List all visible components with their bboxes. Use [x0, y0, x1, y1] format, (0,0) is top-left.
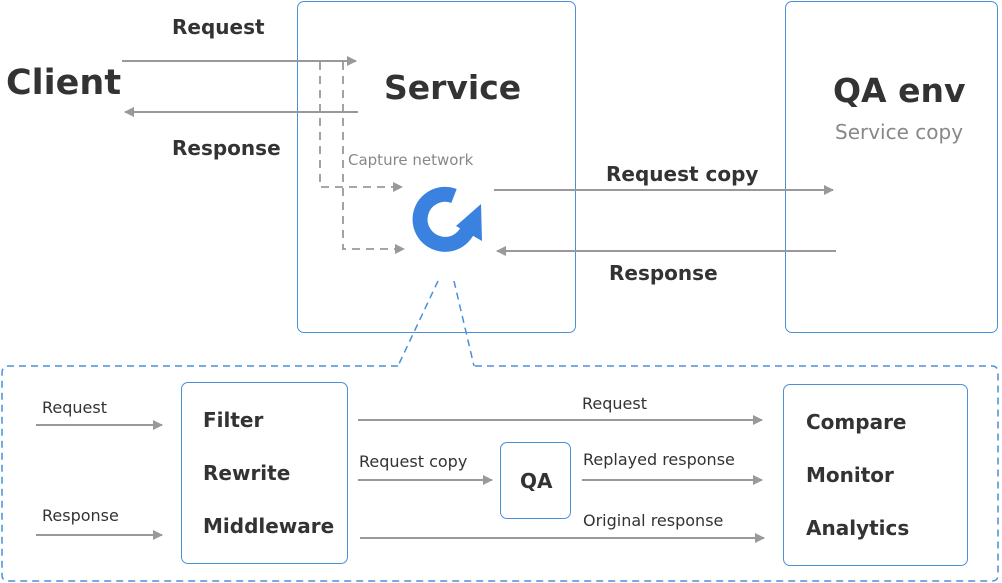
- circular-refresh-icon: [412, 186, 482, 252]
- qa-env-box: [785, 1, 998, 333]
- middleware-label: Middleware: [203, 514, 335, 538]
- qa-label: QA: [520, 469, 553, 493]
- qa-box: [500, 442, 571, 519]
- in-request-label: Request: [42, 398, 107, 417]
- rewrite-label: Rewrite: [203, 461, 291, 485]
- request-copy-label: Request copy: [606, 162, 759, 186]
- service-copy-label: Service copy: [835, 120, 964, 144]
- qa-response-label: Response: [609, 261, 718, 285]
- capture-network-label: Capture network: [348, 151, 474, 169]
- replayed-response-label: Replayed response: [583, 450, 735, 469]
- in-response-label: Response: [42, 506, 119, 525]
- request-copy-bottom-label: Request copy: [359, 452, 468, 471]
- original-response-label: Original response: [583, 511, 724, 530]
- service-box: [297, 1, 576, 333]
- request-label: Request: [582, 394, 647, 413]
- service-title: Service: [384, 68, 522, 107]
- monitor-label: Monitor: [806, 463, 894, 487]
- client-label: Client: [6, 63, 122, 103]
- client-response-label: Response: [172, 136, 281, 160]
- analysis-box: [783, 384, 968, 566]
- capture-dashed-lines: [319, 62, 405, 254]
- compare-label: Compare: [806, 410, 907, 434]
- filter-label: Filter: [203, 408, 264, 432]
- client-request-label: Request: [172, 15, 265, 39]
- zoom-callout: [1, 280, 999, 582]
- qa-env-title: QA env: [833, 71, 966, 110]
- analytics-label: Analytics: [806, 516, 910, 540]
- processing-box: [181, 382, 348, 564]
